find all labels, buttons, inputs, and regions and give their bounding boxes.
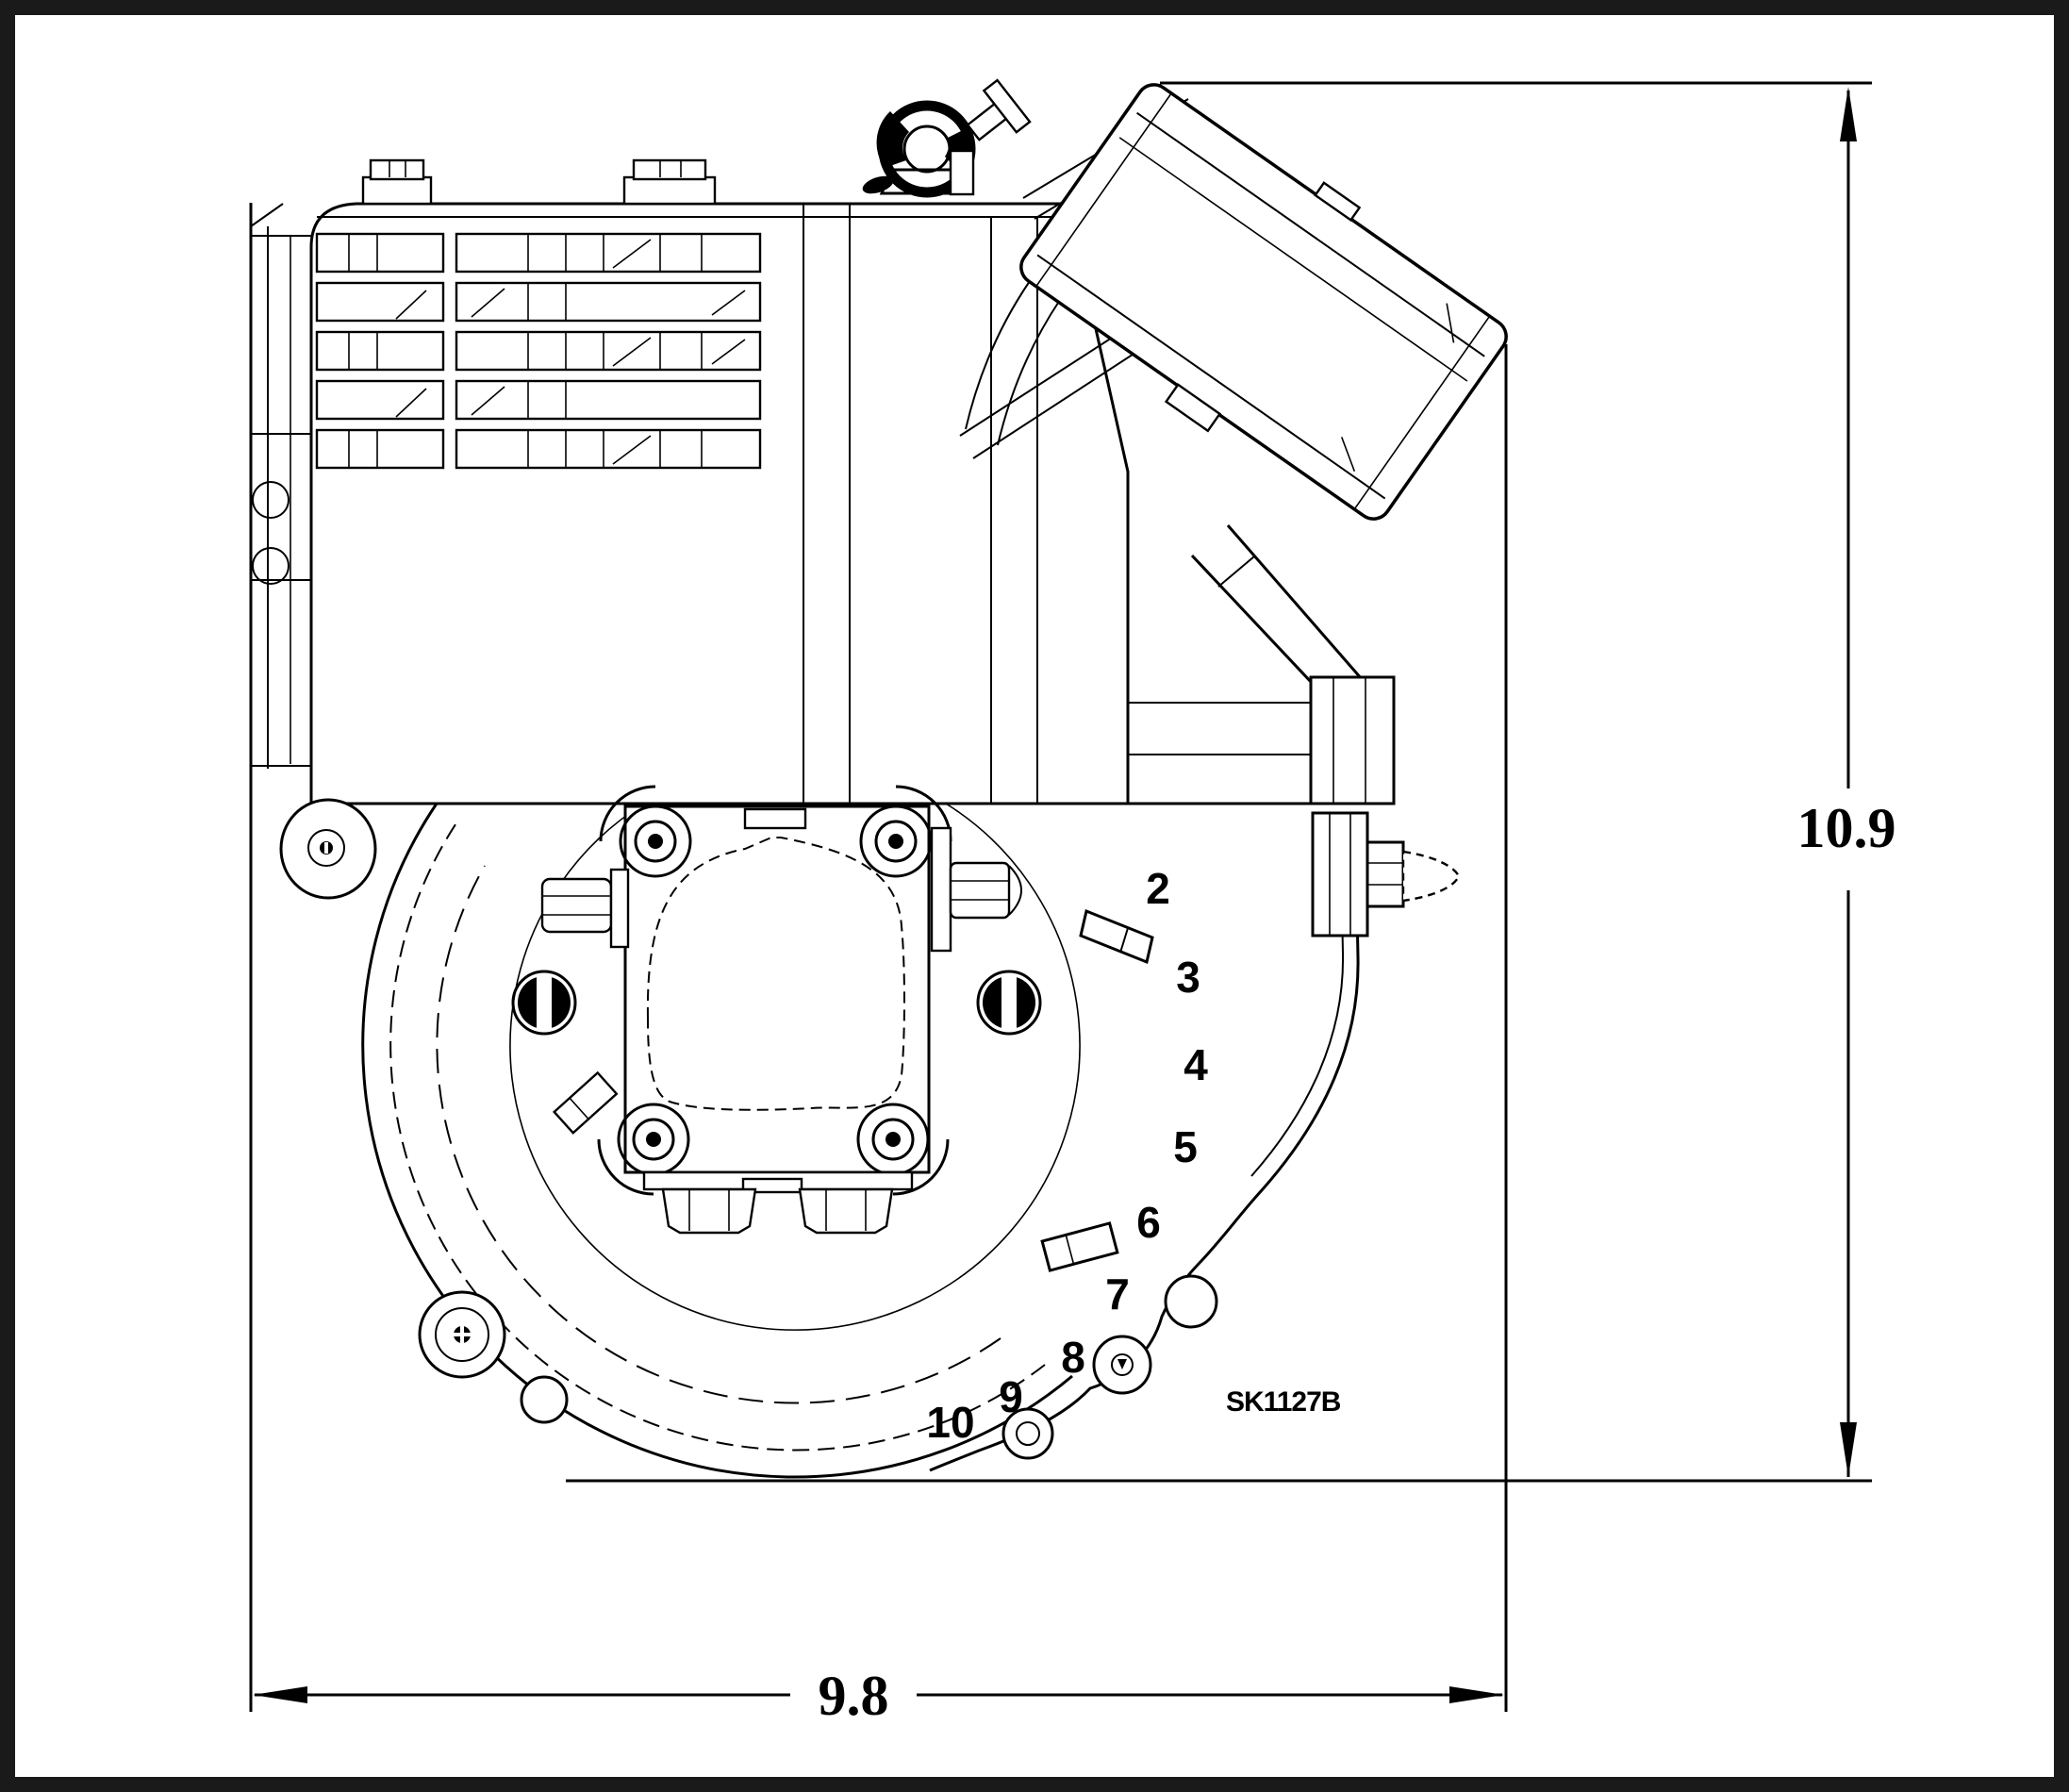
drawing-number: SK1127B bbox=[1226, 1386, 1341, 1418]
plate-bolt bbox=[619, 805, 692, 878]
left-bolt bbox=[540, 868, 630, 949]
housing-lugs bbox=[279, 798, 1218, 1460]
callout-label-8: 8 bbox=[1061, 1333, 1085, 1382]
slotted-screw-right bbox=[976, 970, 1042, 1036]
callout-label-5: 5 bbox=[1173, 1122, 1198, 1171]
lower-left-stud bbox=[552, 1070, 619, 1135]
air-cleaner bbox=[1019, 83, 1508, 521]
callout-label-3: 3 bbox=[1176, 953, 1200, 1002]
governor-pin bbox=[1079, 908, 1154, 965]
width-dimension bbox=[249, 203, 1508, 1712]
callout-label-2: 2 bbox=[1146, 864, 1170, 913]
shroud-bolts bbox=[361, 158, 717, 206]
width-dimension-label: 9.8 bbox=[819, 1665, 889, 1727]
height-dimension-label: 10.9 bbox=[1797, 797, 1896, 859]
lifting-eyelet bbox=[862, 100, 976, 198]
callout-label-6: 6 bbox=[1136, 1198, 1161, 1247]
sump-stub bbox=[1040, 1221, 1119, 1272]
callout-label-9: 9 bbox=[999, 1372, 1023, 1421]
height-label-backing bbox=[1780, 790, 1914, 888]
callout-label-4: 4 bbox=[1183, 1040, 1208, 1089]
pto-mounting-plate bbox=[597, 785, 952, 1235]
height-dimension bbox=[566, 81, 1872, 1483]
width-label-backing bbox=[794, 1660, 915, 1728]
callout-label-10: 10 bbox=[926, 1398, 974, 1447]
cooling-fins bbox=[315, 232, 762, 470]
flywheel-housing bbox=[361, 803, 1073, 1479]
spark-plug bbox=[1311, 811, 1461, 937]
callout-label-7: 7 bbox=[1105, 1269, 1130, 1319]
right-bolt bbox=[930, 826, 1022, 953]
carburetor bbox=[1128, 524, 1396, 805]
muffler-bracket bbox=[250, 203, 311, 769]
slotted-screw-left bbox=[511, 970, 577, 1036]
